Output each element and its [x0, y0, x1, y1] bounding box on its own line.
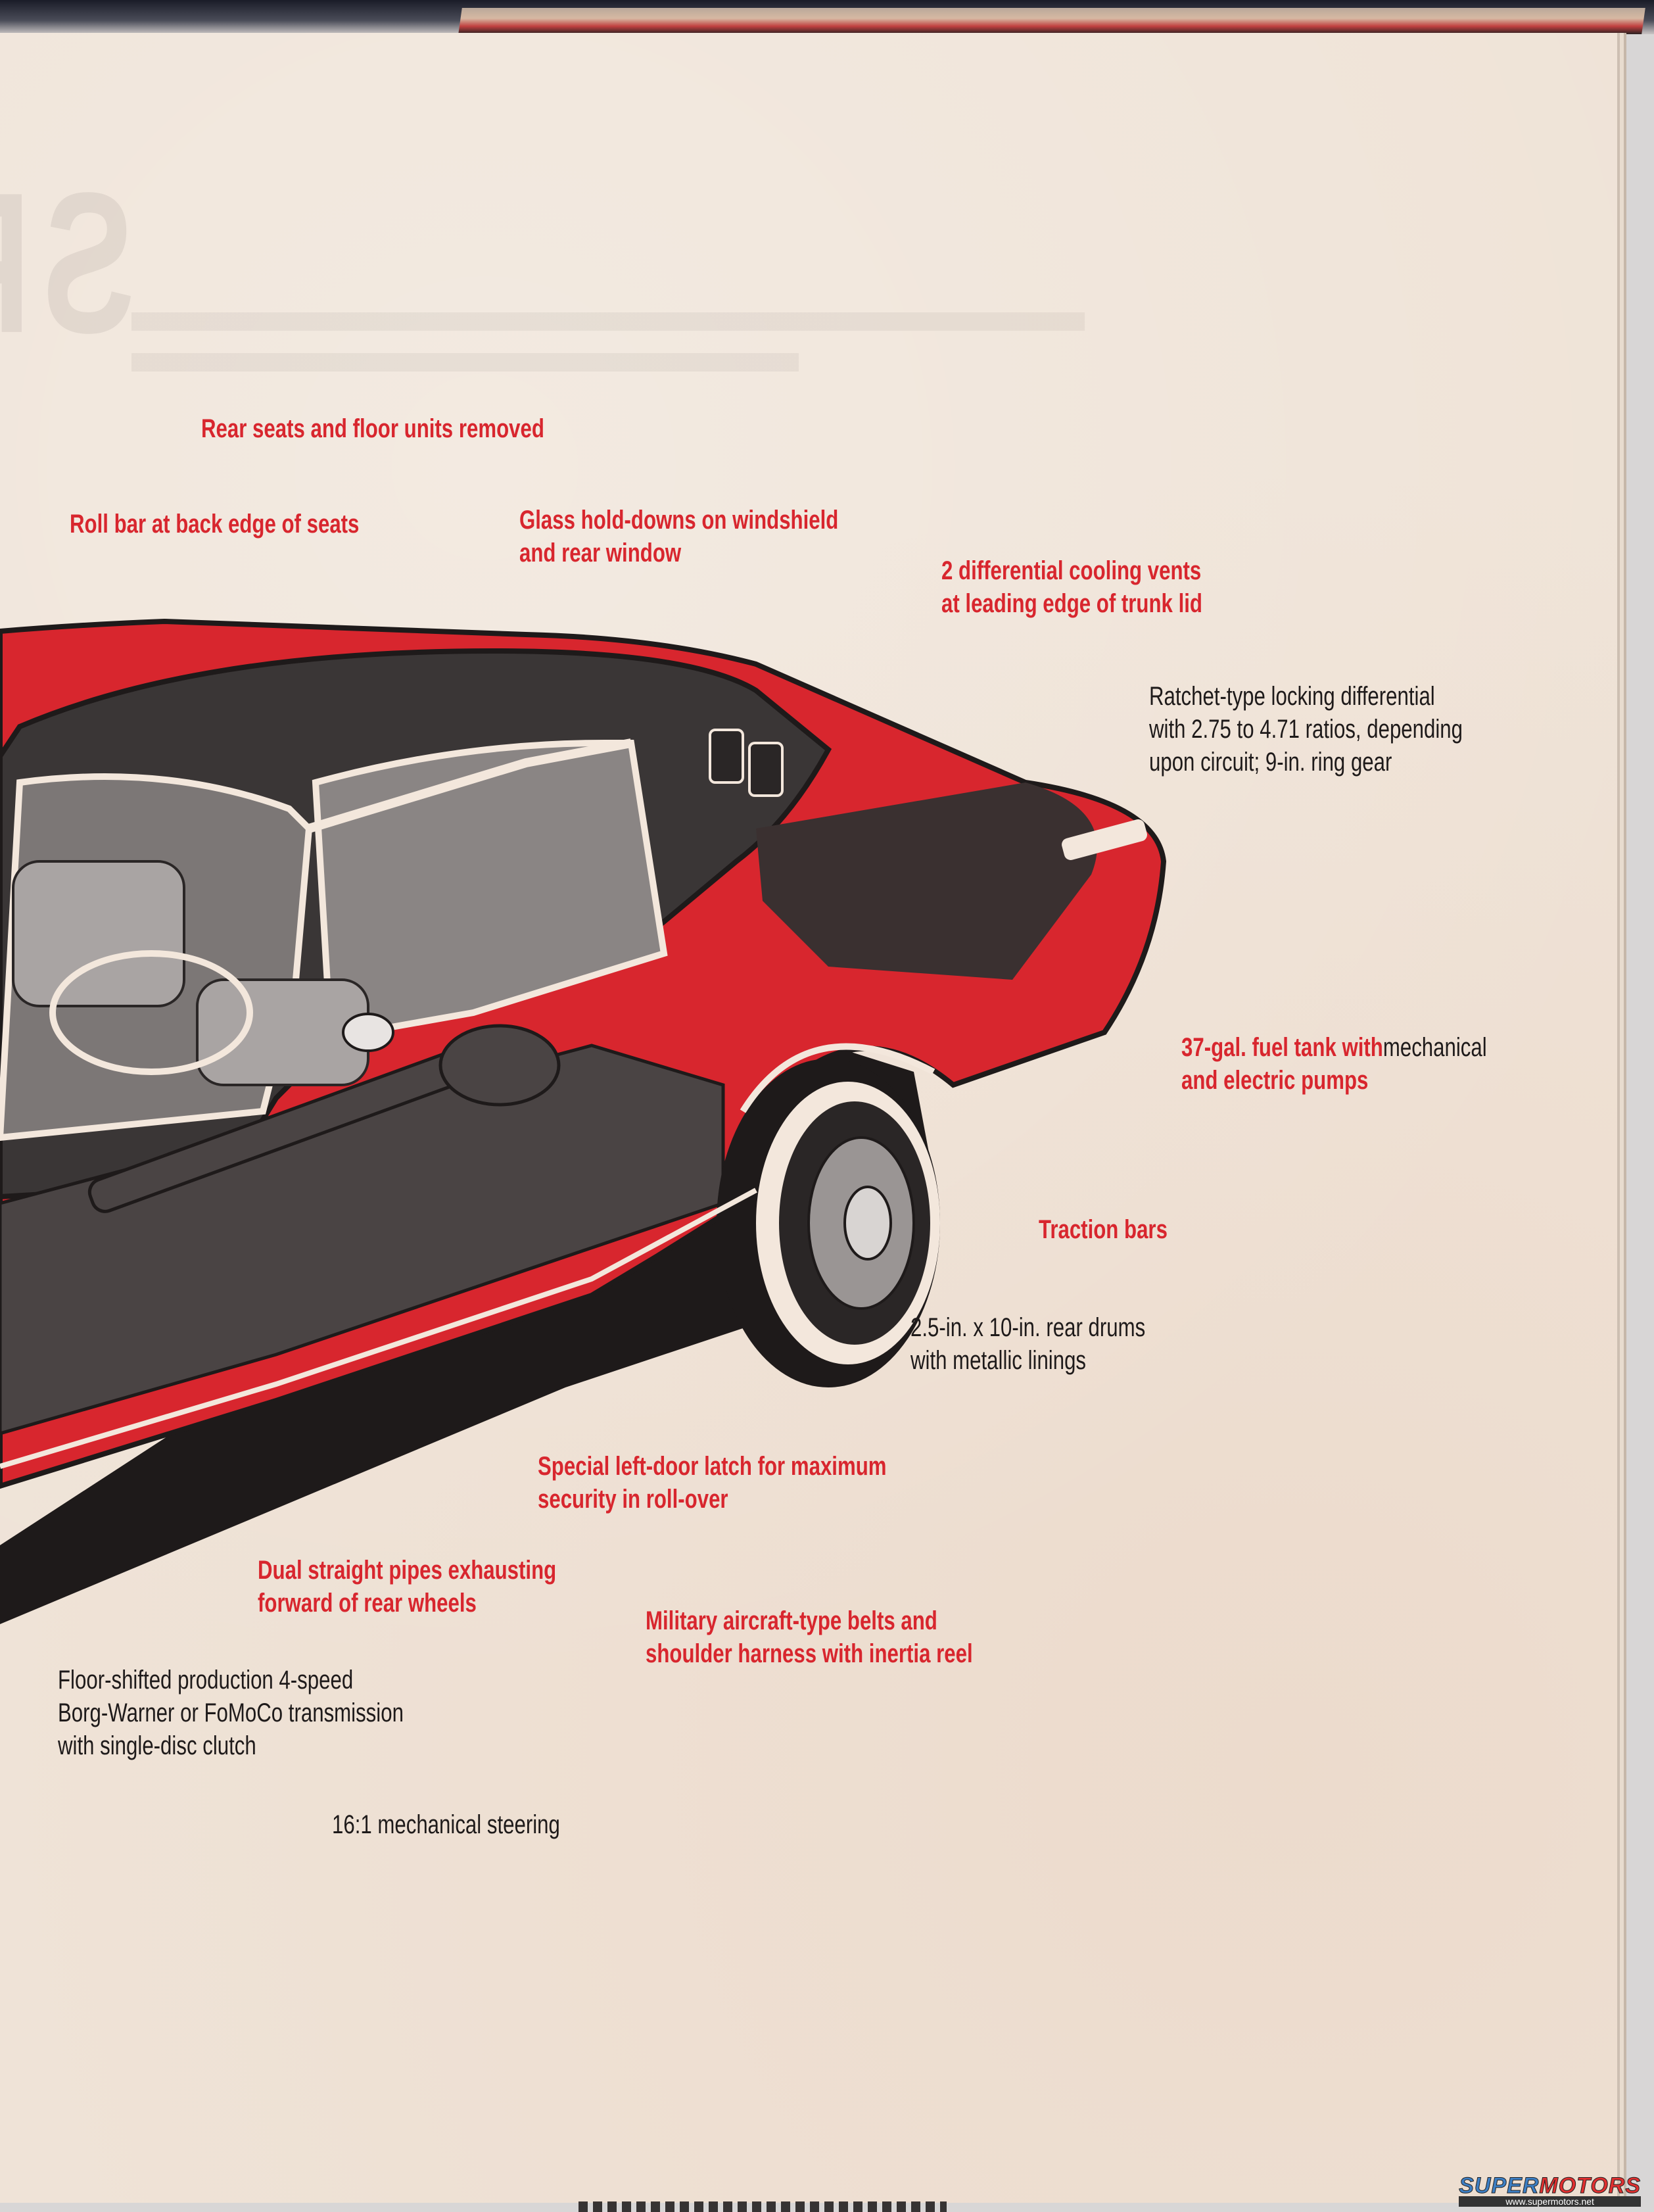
callout-traction-bars: Traction bars [1039, 1215, 1168, 1244]
callout-roll-bar: Roll bar at back edge of seats [70, 510, 360, 539]
roll-bar [307, 738, 632, 833]
callout-belts-harness: Military aircraft-type belts and shoulde… [646, 1606, 973, 1668]
page-stack-edge [458, 8, 1645, 34]
callout-steering: 16:1 mechanical steering [332, 1810, 560, 1839]
callout-fuel-tank: 37-gal. fuel tank withmechanical and ele… [1181, 1033, 1487, 1095]
bleedthrough-title: SPECIAL AWARDS [0, 151, 135, 375]
callout-differential-vents: 2 differential cooling vents at leading … [941, 556, 1202, 618]
seats [12, 860, 369, 1086]
watermark-url: www.supermotors.net [1459, 2196, 1641, 2207]
callout-dual-pipes: Dual straight pipes exhausting forward o… [258, 1556, 557, 1618]
callout-transmission: Floor-shifted production 4-speed Borg-Wa… [58, 1666, 404, 1760]
callout-door-latch: Special left-door latch for maximum secu… [538, 1452, 887, 1514]
fuel-tank-black-text: mechanical [1382, 1033, 1487, 1062]
callout-locking-differential: Ratchet-type locking differential with 2… [1149, 682, 1463, 777]
tail-light [1062, 819, 1147, 860]
trunk-area [756, 782, 1097, 980]
next-page-ink-edge [579, 2201, 947, 2212]
rear-wheel [717, 1059, 940, 1387]
callout-glass-holddowns: Glass hold-downs on windshield and rear … [519, 506, 839, 567]
bleedthrough-text [131, 312, 1085, 385]
steering-wheel [49, 950, 253, 1075]
supermotors-watermark: SUPERMOTORS www.supermotors.net [1459, 2173, 1641, 2207]
fuel-tank-red-text: 37-gal. fuel tank with [1181, 1033, 1383, 1062]
callout-rear-seats-removed: Rear seats and floor units removed [201, 414, 544, 443]
watermark-logo: SUPERMOTORS [1459, 2173, 1641, 2199]
rear-fender [740, 1043, 935, 1113]
side-mirror [342, 1013, 394, 1052]
body-sill-line [0, 1188, 757, 1469]
car-cutaway-illustration [0, 618, 1167, 1624]
chassis-underbody [0, 1024, 725, 1435]
trunk-vents [709, 729, 784, 797]
callout-rear-drums: 2.5-in. x 10-in. rear drums with metalli… [910, 1313, 1146, 1375]
